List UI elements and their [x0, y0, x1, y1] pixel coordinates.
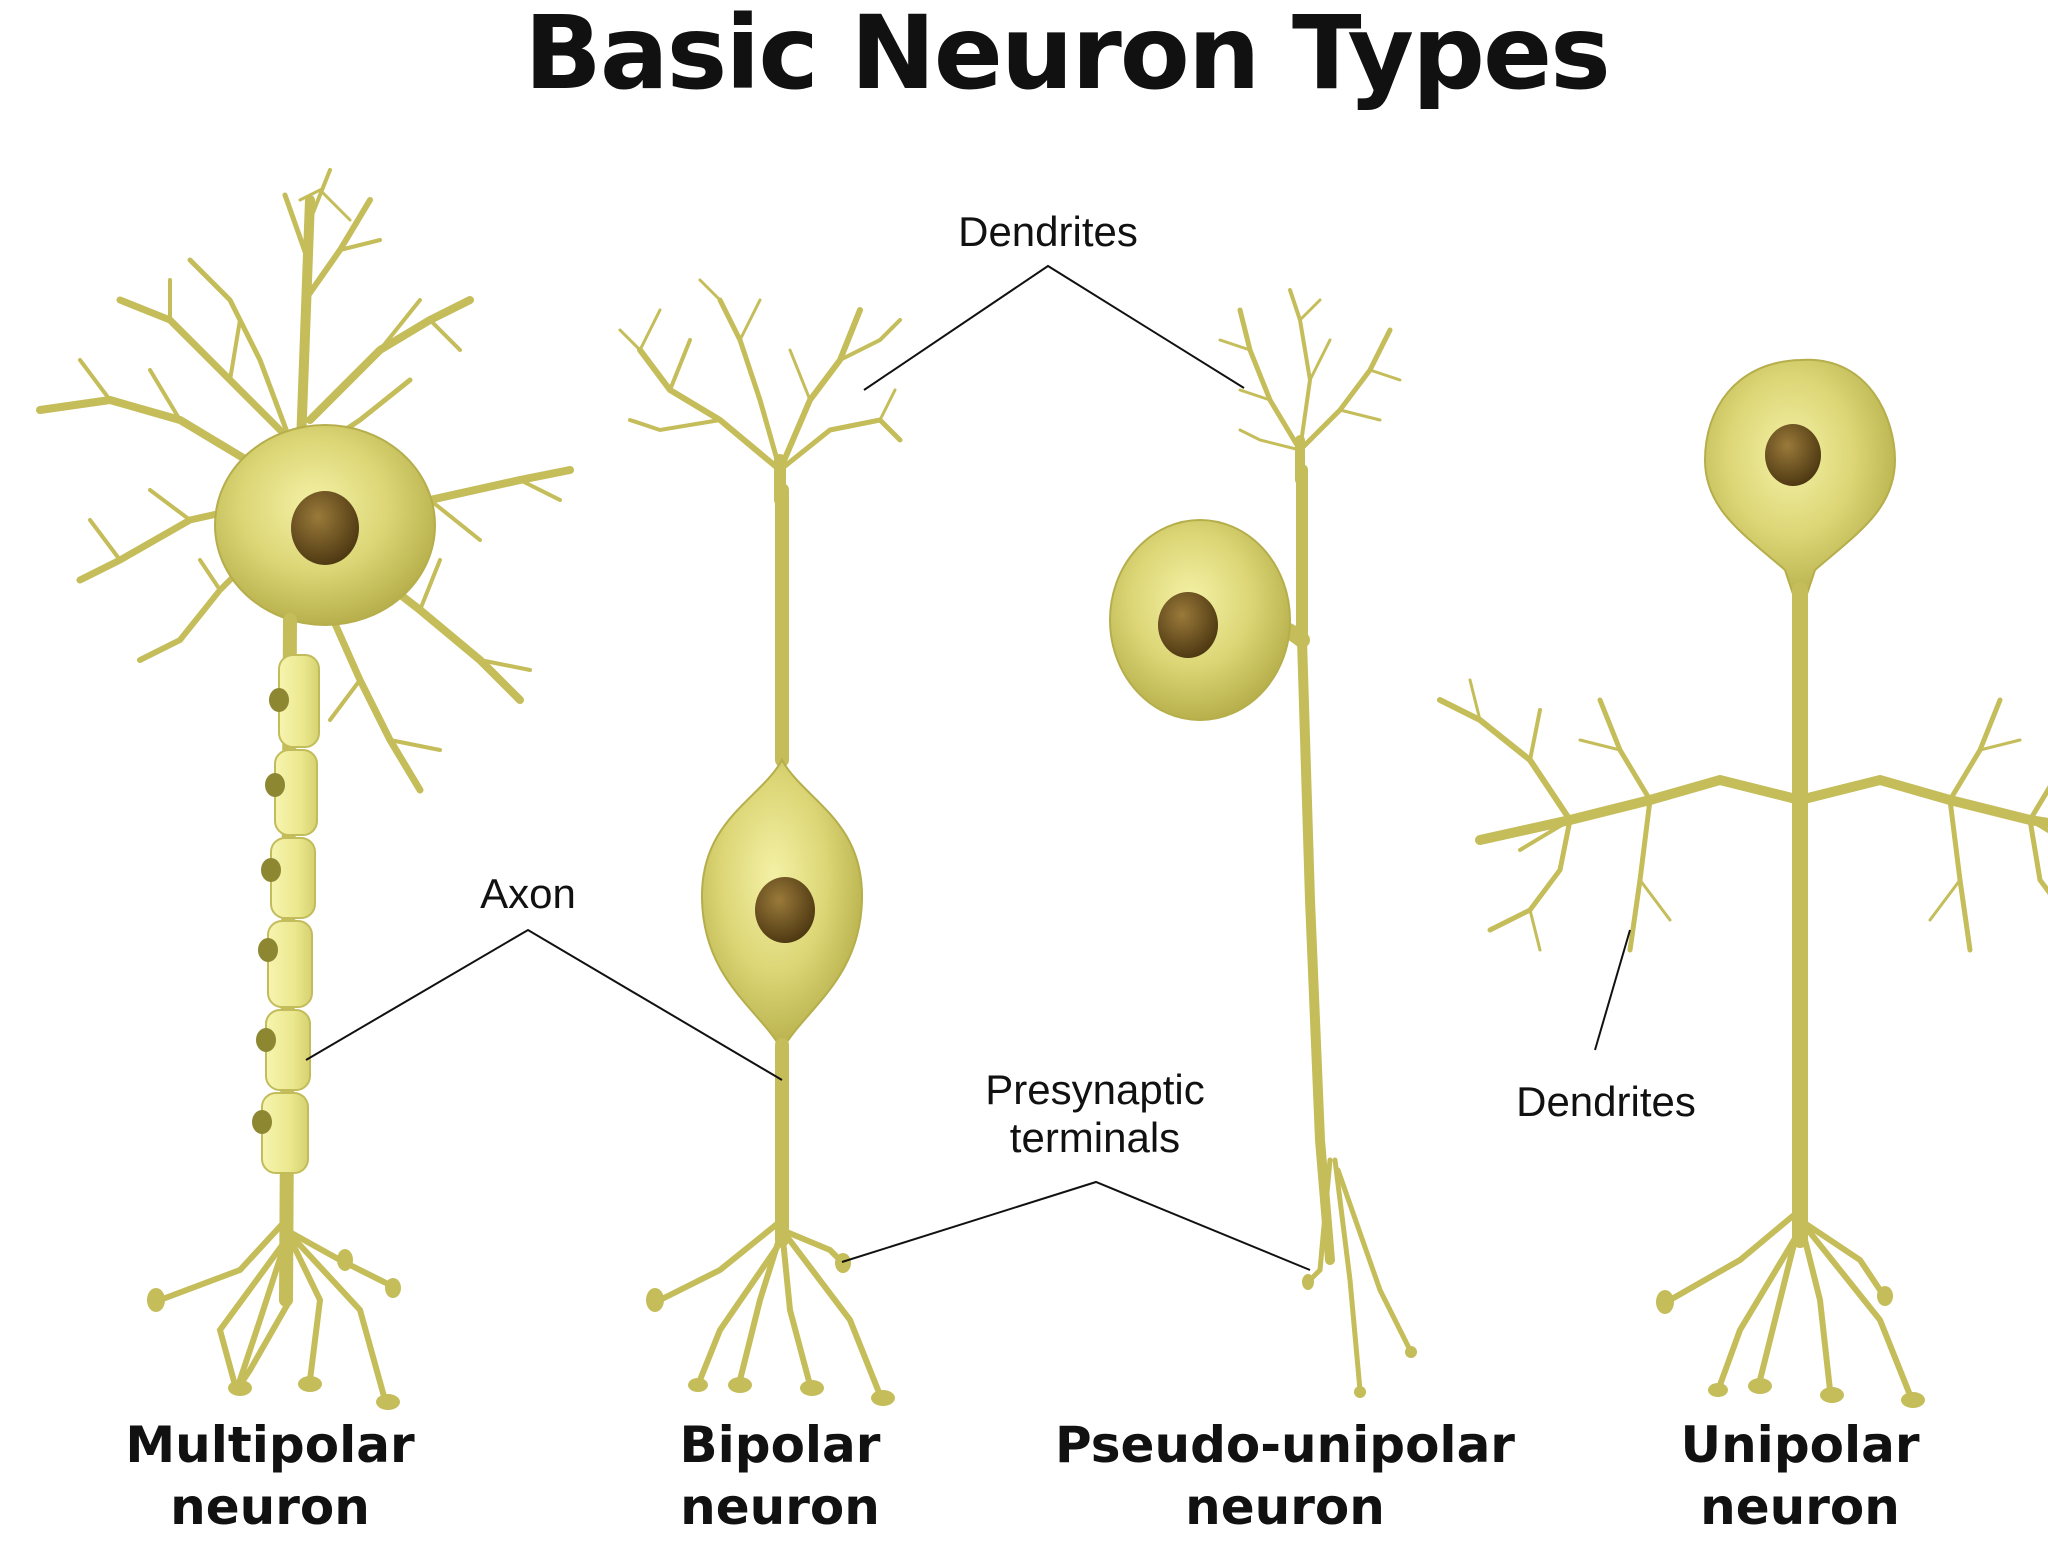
dendrites-top-label: Dendrites — [958, 208, 1138, 255]
multipolar-nucleus — [291, 491, 359, 565]
multipolar-terminal-knobs — [147, 1249, 401, 1410]
unipolar-dendrites — [1437, 678, 2048, 953]
pseudo-unipolar-terminal-knobs — [1302, 1274, 1417, 1398]
dendrites-top-leader — [863, 264, 1245, 391]
caption-unipolar: Unipolar neuron — [1640, 1414, 1960, 1538]
presynaptic-terminals-label: Presynaptic terminals — [960, 1066, 1230, 1162]
caption-pseudo-unipolar-line1: Pseudo-unipolar — [1055, 1416, 1515, 1474]
caption-multipolar-line2: neuron — [170, 1478, 370, 1536]
caption-pseudo-unipolar-line2: neuron — [1185, 1478, 1385, 1536]
pseudo-unipolar-neuron — [1109, 288, 1417, 1398]
bipolar-nucleus — [755, 877, 815, 943]
caption-bipolar-line1: Bipolar — [679, 1416, 881, 1474]
presynaptic-line1: Presynaptic — [985, 1066, 1205, 1113]
dendrites-right-leader — [1594, 929, 1631, 1051]
dendrites-right-label: Dendrites — [1516, 1078, 1696, 1125]
leader-lines — [305, 264, 1631, 1271]
axon-leader — [305, 928, 783, 1081]
pseudo-unipolar-nucleus — [1158, 592, 1218, 658]
caption-unipolar-line1: Unipolar — [1680, 1416, 1920, 1474]
caption-bipolar: Bipolar neuron — [640, 1414, 920, 1538]
pseudo-unipolar-central-process — [1297, 635, 1335, 1265]
bipolar-axon-terminals — [657, 1217, 883, 1398]
multipolar-myelin-sheath — [252, 654, 320, 1174]
unipolar-axon-terminals — [1667, 1207, 1913, 1398]
caption-pseudo-unipolar: Pseudo-unipolar neuron — [1040, 1414, 1530, 1538]
bipolar-dendrites — [618, 278, 903, 506]
bipolar-neuron — [618, 278, 903, 1406]
bipolar-terminal-knobs — [646, 1253, 895, 1406]
presynaptic-leader — [841, 1180, 1311, 1271]
multipolar-neuron — [36, 168, 574, 1410]
caption-unipolar-line2: neuron — [1700, 1478, 1900, 1536]
page-title: Basic Neuron Types — [524, 0, 1611, 113]
unipolar-neuron — [1437, 358, 2048, 1408]
caption-bipolar-line2: neuron — [680, 1478, 880, 1536]
axon-label: Axon — [480, 870, 576, 917]
unipolar-terminal-knobs — [1656, 1286, 1925, 1408]
caption-multipolar: Multipolar neuron — [90, 1414, 450, 1538]
caption-multipolar-line1: Multipolar — [125, 1416, 415, 1474]
presynaptic-line2: terminals — [1009, 1114, 1181, 1161]
multipolar-axon-terminals — [157, 1217, 393, 1403]
unipolar-nucleus — [1765, 424, 1821, 486]
pseudo-unipolar-axon-terminals — [1307, 1157, 1413, 1393]
pseudo-unipolar-dendrites — [1218, 288, 1402, 485]
